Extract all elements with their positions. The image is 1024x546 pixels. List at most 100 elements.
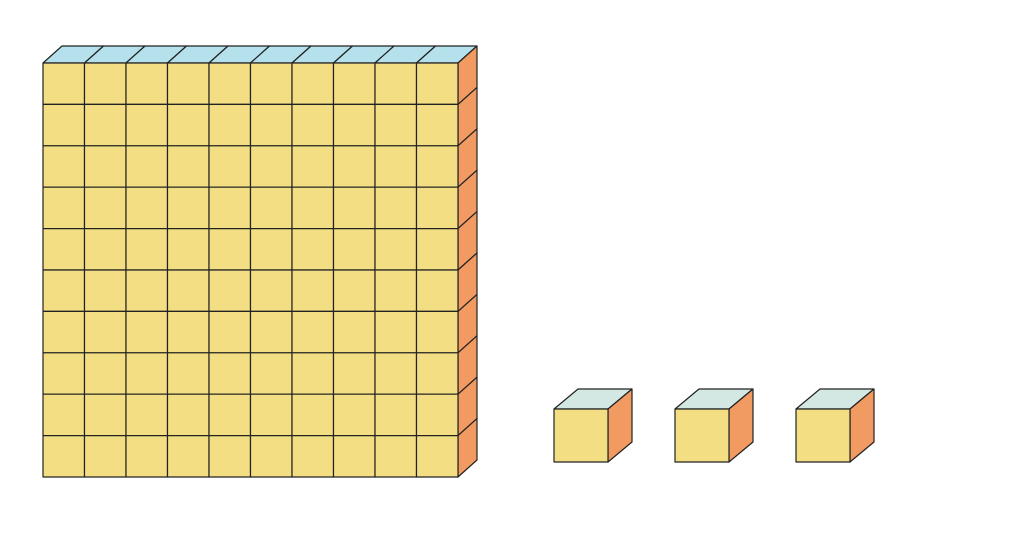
flat-unit-cell bbox=[291, 435, 335, 478]
flat-unit-cell bbox=[415, 393, 459, 437]
flat-unit-cell bbox=[125, 145, 169, 188]
flat-unit-cell bbox=[332, 435, 376, 478]
flat-unit-cell bbox=[332, 393, 376, 437]
flat-unit-cell bbox=[291, 393, 335, 437]
flat-unit-cell bbox=[374, 352, 418, 395]
flat-unit-cell bbox=[374, 103, 418, 147]
flat-unit-cell bbox=[249, 103, 293, 147]
flat-unit-cell bbox=[332, 228, 376, 271]
flat-unit-cell bbox=[374, 310, 418, 354]
flat-unit-cell bbox=[208, 393, 252, 437]
flat-unit-cell bbox=[42, 393, 86, 437]
flat-unit-cell bbox=[374, 145, 418, 188]
flat-unit-cell bbox=[291, 269, 335, 312]
flat-unit-cell bbox=[166, 62, 210, 106]
flat-unit-cell bbox=[83, 186, 127, 230]
flat-unit-cell bbox=[83, 352, 127, 395]
flat-unit-cell bbox=[166, 186, 210, 230]
flat-unit-cell bbox=[125, 310, 169, 354]
flat-unit-cell bbox=[291, 186, 335, 230]
flat-unit-cell bbox=[291, 103, 335, 147]
flat-unit-cell bbox=[166, 435, 210, 478]
flat-unit-cell bbox=[83, 393, 127, 437]
flat-unit-cell bbox=[415, 228, 459, 271]
flat-unit-cell bbox=[42, 103, 86, 147]
flat-unit-cell bbox=[291, 310, 335, 354]
flat-unit-cell bbox=[415, 269, 459, 312]
flat-unit-cell bbox=[415, 435, 459, 478]
flat-unit-cell bbox=[249, 310, 293, 354]
flat-unit-cell bbox=[415, 103, 459, 147]
flat-unit-cell bbox=[166, 269, 210, 312]
flat-unit-cell bbox=[374, 186, 418, 230]
flat-unit-cell bbox=[208, 352, 252, 395]
flat-unit-cell bbox=[42, 352, 86, 395]
flat-unit-cell bbox=[42, 62, 86, 106]
flat-unit-cell bbox=[42, 435, 86, 478]
flat-unit-cell bbox=[374, 62, 418, 106]
flat-unit-cell bbox=[42, 269, 86, 312]
flat-unit-cell bbox=[415, 310, 459, 354]
flat-unit-cell bbox=[249, 435, 293, 478]
flat-unit-cell bbox=[166, 310, 210, 354]
flat-unit-cell bbox=[83, 228, 127, 271]
flat-unit-cell bbox=[42, 228, 86, 271]
flat-unit-cell bbox=[166, 103, 210, 147]
unit-cube bbox=[553, 388, 633, 463]
flat-unit-cell bbox=[42, 145, 86, 188]
flat-unit-cell bbox=[166, 393, 210, 437]
flat-unit-cell bbox=[415, 145, 459, 188]
flat-unit-cell bbox=[42, 186, 86, 230]
flat-unit-cell bbox=[249, 269, 293, 312]
flat-unit-cell bbox=[208, 435, 252, 478]
flat-unit-cell bbox=[291, 352, 335, 395]
flat-unit-cell bbox=[415, 186, 459, 230]
flat-unit-cell bbox=[166, 145, 210, 188]
flat-unit-cell bbox=[249, 186, 293, 230]
flat-unit-cell bbox=[291, 228, 335, 271]
flat-unit-cell bbox=[249, 62, 293, 106]
flat-unit-cell bbox=[332, 145, 376, 188]
flat-unit-cell bbox=[125, 62, 169, 106]
flat-unit-cell bbox=[42, 310, 86, 354]
cube-front-face bbox=[795, 408, 851, 463]
flat-unit-cell bbox=[374, 393, 418, 437]
flat-unit-cell bbox=[208, 62, 252, 106]
flat-unit-cell bbox=[249, 228, 293, 271]
flat-unit-cell bbox=[415, 352, 459, 395]
flat-unit-cell bbox=[83, 103, 127, 147]
flat-unit-cell bbox=[249, 352, 293, 395]
flat-unit-cell bbox=[166, 352, 210, 395]
cube-front-face bbox=[674, 408, 730, 463]
unit-cube bbox=[795, 388, 875, 463]
cube-front-face bbox=[553, 408, 609, 463]
flat-unit-cell bbox=[83, 145, 127, 188]
flat-unit-cell bbox=[208, 310, 252, 354]
flat-unit-cell bbox=[332, 62, 376, 106]
flat-unit-cell bbox=[166, 228, 210, 271]
flat-unit-cell bbox=[208, 269, 252, 312]
flat-unit-cell bbox=[208, 228, 252, 271]
flat-unit-cell bbox=[332, 186, 376, 230]
flat-unit-cell bbox=[249, 393, 293, 437]
flat-unit-cell bbox=[125, 393, 169, 437]
flat-unit-cell bbox=[83, 310, 127, 354]
hundreds-flat bbox=[42, 45, 478, 478]
flat-unit-cell bbox=[291, 145, 335, 188]
flat-unit-cell bbox=[332, 269, 376, 312]
flat-unit-cell bbox=[208, 186, 252, 230]
flat-unit-cell bbox=[208, 145, 252, 188]
flat-unit-cell bbox=[125, 269, 169, 312]
flat-unit-cell bbox=[125, 186, 169, 230]
flat-unit-cell bbox=[125, 352, 169, 395]
flat-unit-cell bbox=[208, 103, 252, 147]
flat-unit-cell bbox=[332, 310, 376, 354]
flat-unit-cell bbox=[415, 62, 459, 106]
flat-unit-cell bbox=[374, 228, 418, 271]
flat-unit-cell bbox=[83, 435, 127, 478]
flat-unit-cell bbox=[249, 145, 293, 188]
flat-unit-cell bbox=[125, 435, 169, 478]
unit-cube bbox=[674, 388, 754, 463]
flat-unit-cell bbox=[374, 269, 418, 312]
